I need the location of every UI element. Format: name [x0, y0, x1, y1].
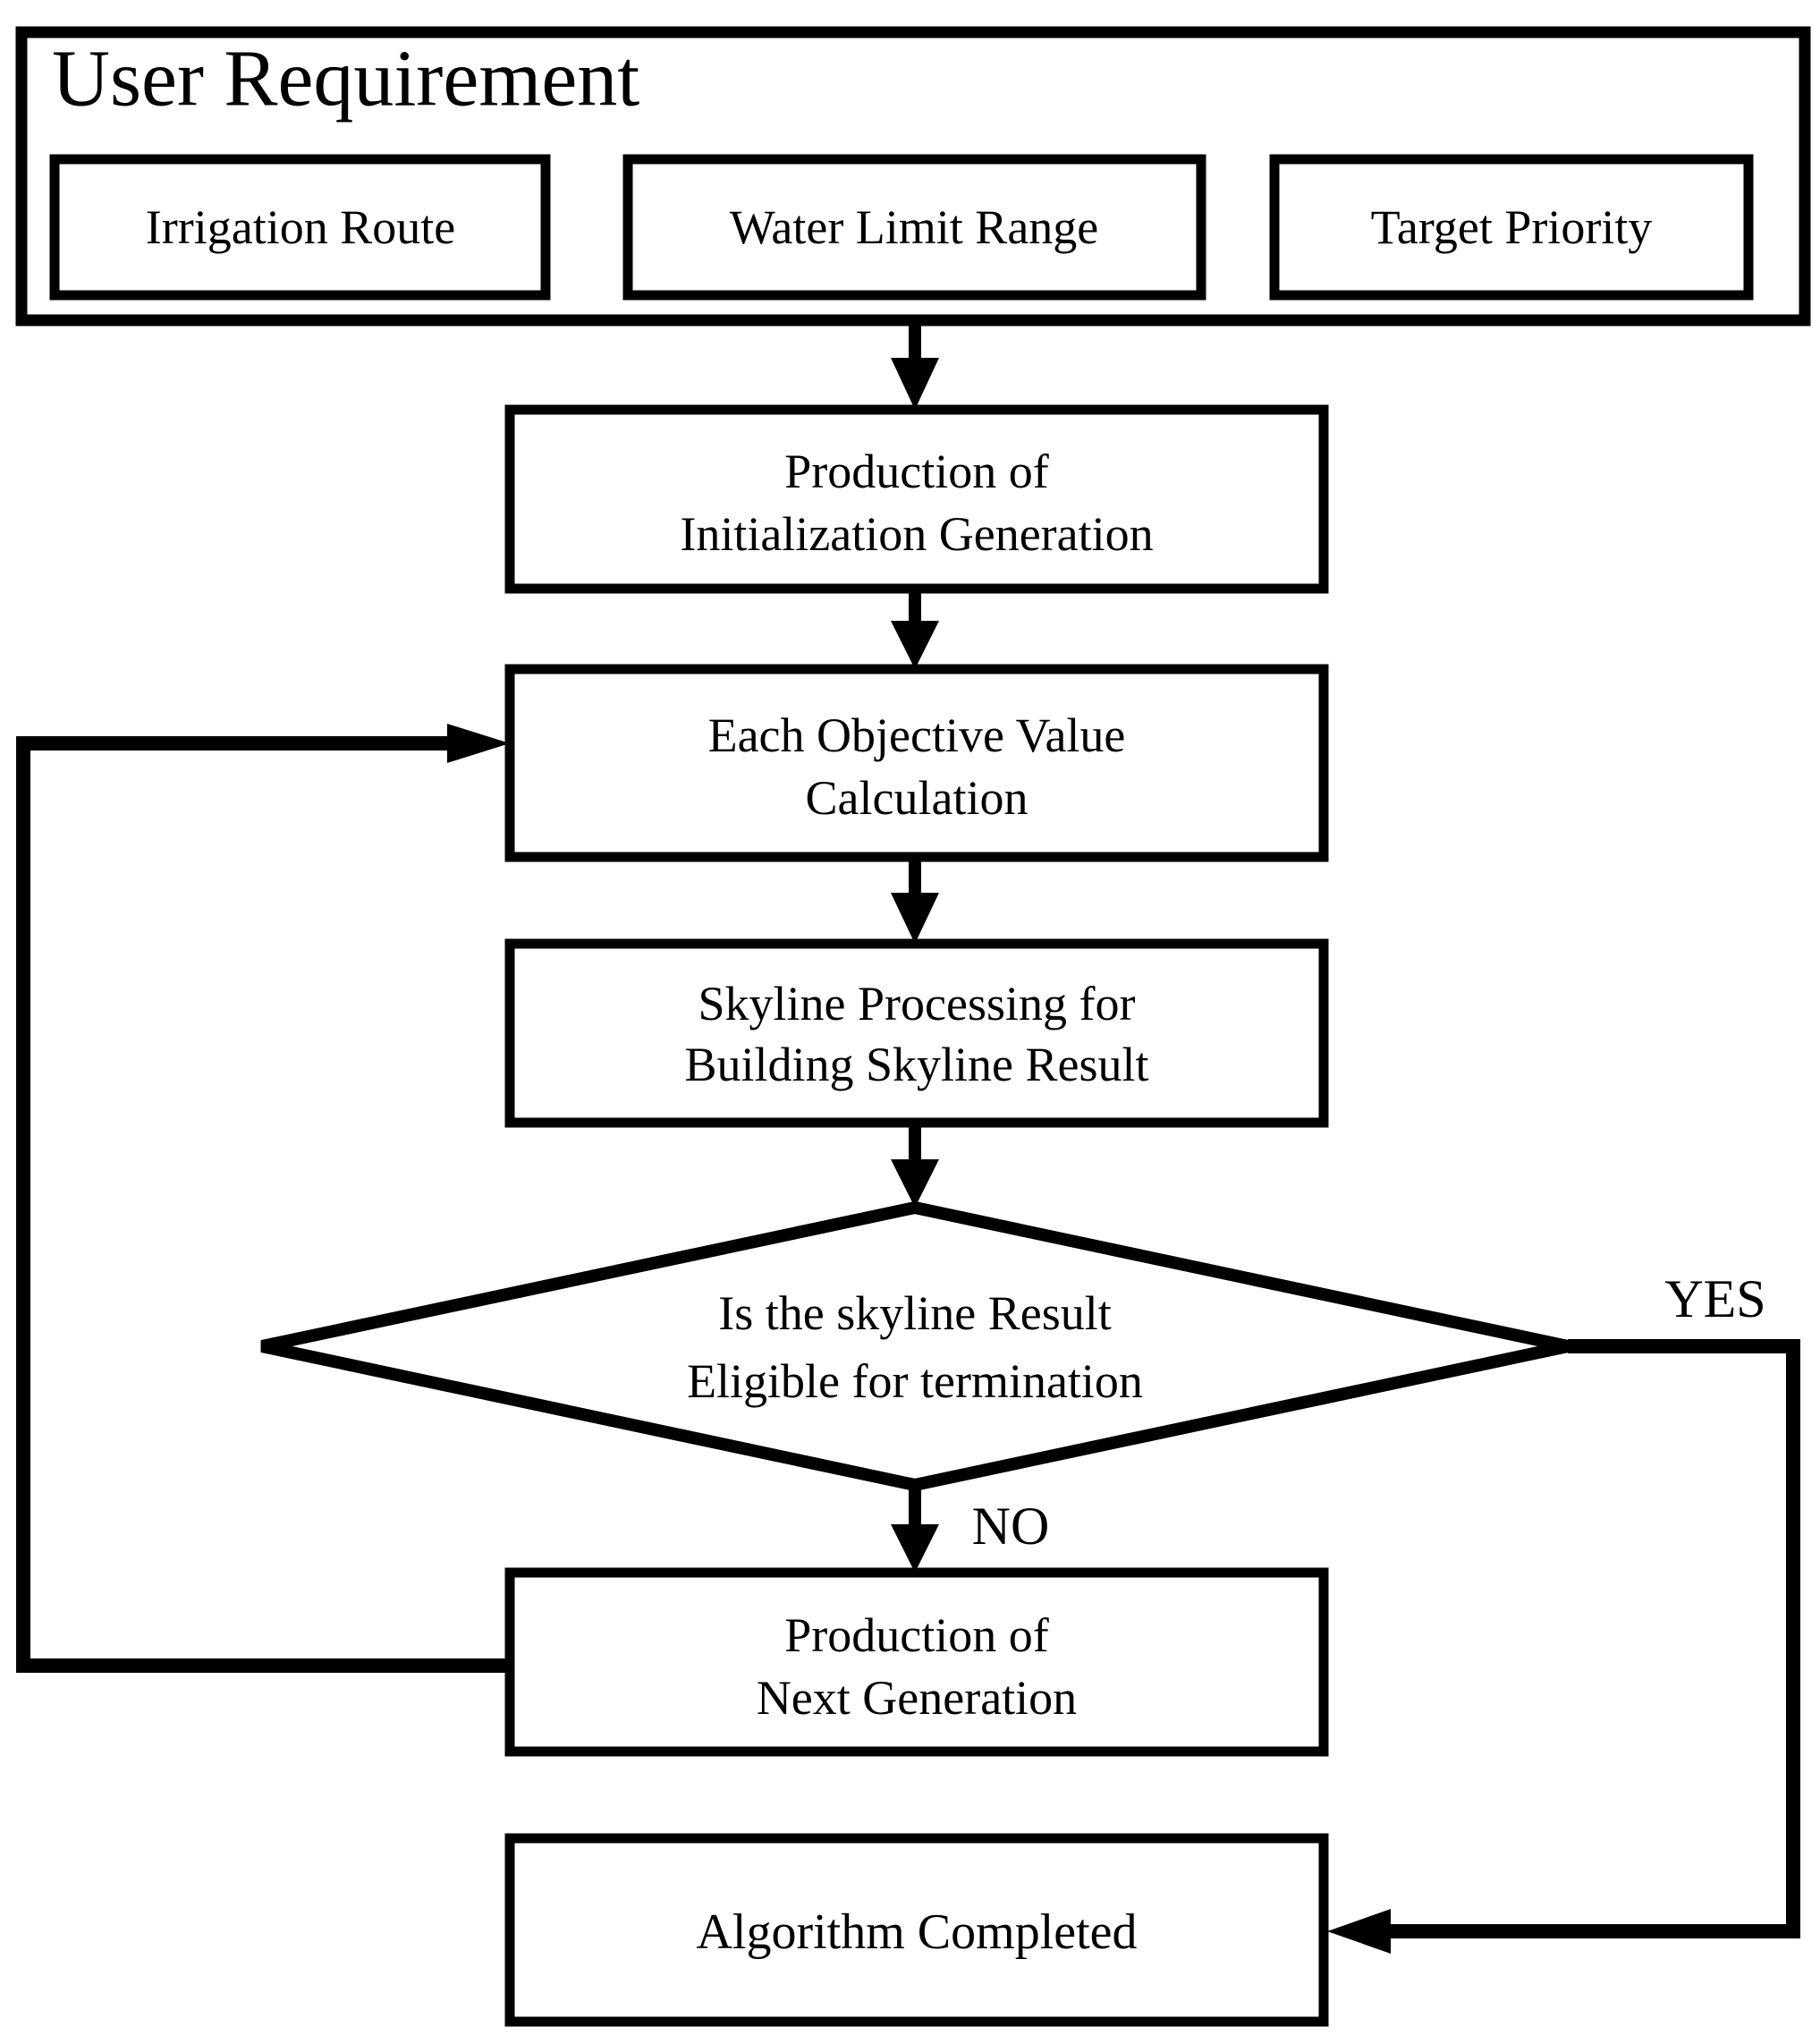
arrow-head	[891, 621, 939, 669]
arrow-shaft	[909, 857, 921, 895]
skyline-processing-box	[504, 938, 1329, 1128]
irrigation-route-label: Irrigation Route	[146, 200, 455, 254]
init-generation-box	[504, 404, 1329, 594]
skyline-processing-label-line1: Skyline Processing for	[698, 977, 1136, 1030]
init-generation-label-line2: Initialization Generation	[680, 507, 1153, 561]
target-priority-box	[1269, 154, 1754, 301]
skyline-processing-label-line2: Building Skyline Result	[684, 1038, 1148, 1091]
algorithm-completed-label: Algorithm Completed	[696, 1904, 1137, 1960]
decision-diamond	[260, 1200, 1570, 1492]
next-generation-label-line1: Production of	[784, 1608, 1048, 1662]
target-priority-label: Target Priority	[1371, 200, 1653, 254]
arrow-shaft	[909, 1485, 921, 1526]
next-generation-label-line2: Next Generation	[757, 1671, 1077, 1725]
arrow-head	[447, 724, 510, 763]
arrow-shaft	[909, 589, 921, 623]
next-generation-box	[504, 1567, 1329, 1757]
arrow-head	[891, 358, 939, 410]
arrow-head	[891, 1524, 939, 1573]
init-generation-label-line1: Production of	[784, 445, 1048, 498]
arrow-skyline-to-decision	[891, 1123, 939, 1208]
user-requirement-title: User Requirement	[52, 35, 639, 123]
no-label: NO	[972, 1497, 1050, 1556]
water-limit-range-box	[622, 154, 1206, 301]
decision-label-line2: Eligible for termination	[687, 1354, 1143, 1408]
irrigation-route-box	[49, 154, 551, 301]
yes-label: YES	[1664, 1269, 1765, 1328]
algorithm-completed-box	[504, 1833, 1329, 2027]
arrow-head	[891, 893, 939, 944]
arrow-shaft	[909, 1123, 921, 1161]
arrow-init-to-objective	[891, 589, 939, 669]
objective-value-box	[504, 664, 1329, 862]
loop-back-line	[16, 736, 506, 1673]
objective-value-label-line1: Each Objective Value	[708, 708, 1126, 762]
yes-path-line	[1389, 1339, 1800, 1938]
water-limit-range-label: Water Limit Range	[730, 200, 1099, 254]
yes-path-decision-to-completed	[1327, 1339, 1800, 1954]
arrow-objective-to-skyline	[891, 857, 939, 944]
arrow-decision-no-to-next-generation	[891, 1485, 939, 1573]
arrow-head	[891, 1159, 939, 1208]
arrow-head	[1327, 1909, 1391, 1954]
arrow-user-requirement-to-init	[891, 320, 939, 410]
decision-label-line1: Is the skyline Result	[718, 1286, 1111, 1340]
objective-value-label-line2: Calculation	[806, 771, 1029, 825]
arrow-shaft	[909, 320, 921, 360]
loop-back-next-generation-to-objective	[16, 724, 510, 1673]
